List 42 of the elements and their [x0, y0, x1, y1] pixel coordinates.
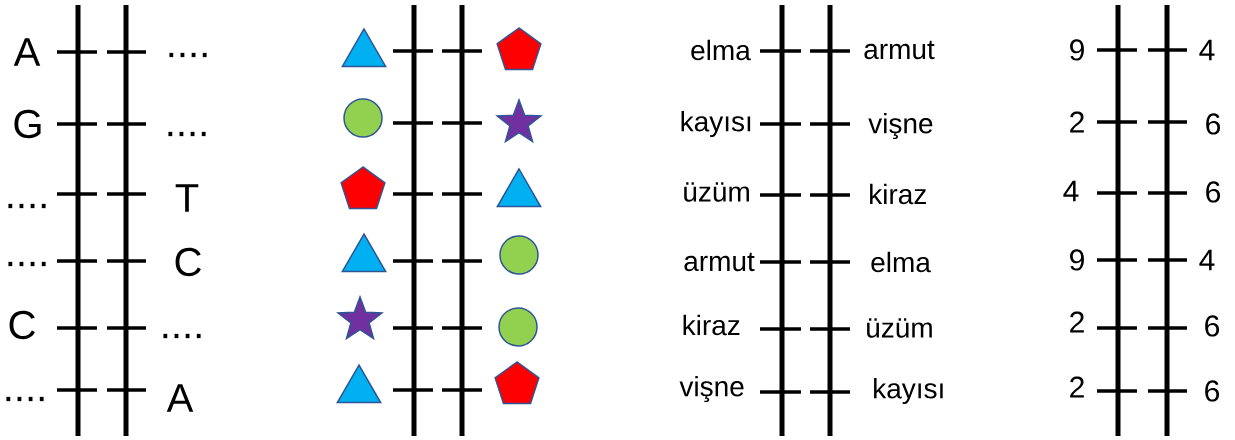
- text-label: üzüm: [867, 318, 932, 338]
- text-label: kiraz: [683, 314, 740, 336]
- text-label: 6: [1206, 181, 1221, 203]
- text-label: ....: [6, 396, 44, 402]
- text-label: ....: [168, 131, 206, 137]
- circle-shape: [343, 98, 383, 138]
- text-label: elma: [871, 251, 931, 273]
- text-label: üzüm: [684, 182, 749, 202]
- text-label: ....: [8, 261, 46, 267]
- text-label: 2: [1070, 376, 1084, 398]
- text-label: ....: [163, 333, 201, 339]
- text-label: kayısı: [681, 110, 751, 138]
- text-label: 4: [1063, 180, 1079, 202]
- text-label: T: [175, 184, 199, 212]
- text-label: elma: [691, 39, 751, 61]
- circle-shape: [499, 235, 539, 275]
- pentagon-shape: [340, 166, 386, 210]
- text-label: A: [166, 384, 194, 412]
- circle-shape: [498, 307, 538, 347]
- text-label: vişne: [868, 112, 933, 140]
- text-label: vişne: [679, 375, 744, 403]
- text-label: kiraz: [870, 183, 926, 205]
- text-label: 9: [1070, 249, 1084, 271]
- pentagon-shape: [496, 27, 542, 71]
- text-label: 4: [1199, 249, 1215, 271]
- text-label: C: [175, 247, 201, 277]
- text-label: 2: [1070, 111, 1084, 133]
- text-label: 6: [1206, 113, 1221, 135]
- pentagon-shape: [494, 361, 540, 405]
- text-label: 4: [1199, 39, 1215, 61]
- text-label: armut: [684, 252, 755, 272]
- text-label: A: [13, 38, 41, 66]
- text-label: kayısı: [874, 377, 943, 405]
- text-label: G: [14, 109, 41, 139]
- text-label: C: [9, 310, 35, 340]
- text-label: ....: [8, 203, 46, 209]
- text-label: 6: [1205, 315, 1220, 337]
- text-label: armut: [864, 40, 935, 60]
- text-label: 9: [1070, 39, 1084, 61]
- text-label: 2: [1070, 311, 1084, 333]
- text-label: ....: [169, 52, 207, 58]
- text-label: 6: [1205, 380, 1220, 402]
